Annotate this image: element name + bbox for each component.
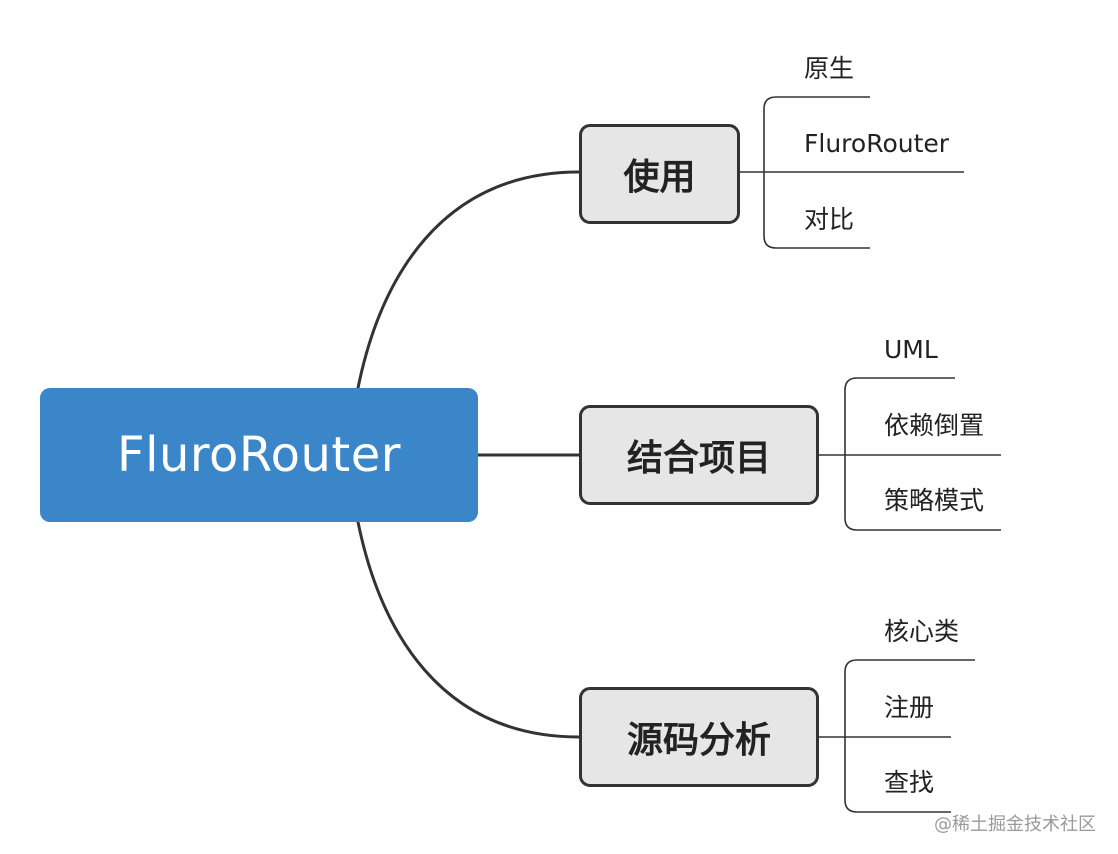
root-node[interactable]: FluroRouter bbox=[40, 388, 478, 522]
leaf-node[interactable]: 对比 bbox=[804, 205, 855, 234]
branch-node-label: 结合项目 bbox=[626, 438, 771, 479]
leaf-node[interactable]: 查找 bbox=[884, 768, 935, 797]
connector-root-to-branch-3 bbox=[356, 520, 581, 739]
bracket-branch-1 bbox=[740, 96, 964, 249]
branch-node-source[interactable]: 源码分析 bbox=[579, 687, 819, 787]
bracket-branch-3 bbox=[819, 659, 975, 813]
leaf-node[interactable]: 依赖倒置 bbox=[884, 411, 985, 440]
leaf-node[interactable]: 策略模式 bbox=[884, 486, 985, 515]
branch-node-label: 使用 bbox=[623, 157, 696, 198]
branch-node-label: 源码分析 bbox=[626, 720, 771, 761]
leaf-node[interactable]: 注册 bbox=[884, 693, 935, 722]
leaf-node[interactable]: UML bbox=[884, 335, 938, 364]
watermark: @稀土掘金技术社区 bbox=[934, 814, 1096, 835]
leaf-node[interactable]: 原生 bbox=[804, 54, 855, 83]
bracket-branch-2 bbox=[819, 377, 1001, 531]
branch-node-usage[interactable]: 使用 bbox=[579, 124, 740, 224]
root-node-label: FluroRouter bbox=[117, 427, 401, 483]
connector-root-to-branch-1 bbox=[356, 170, 581, 390]
leaf-node[interactable]: FluroRouter bbox=[804, 129, 950, 158]
leaf-node[interactable]: 核心类 bbox=[884, 617, 960, 646]
branch-node-project[interactable]: 结合项目 bbox=[579, 405, 819, 505]
